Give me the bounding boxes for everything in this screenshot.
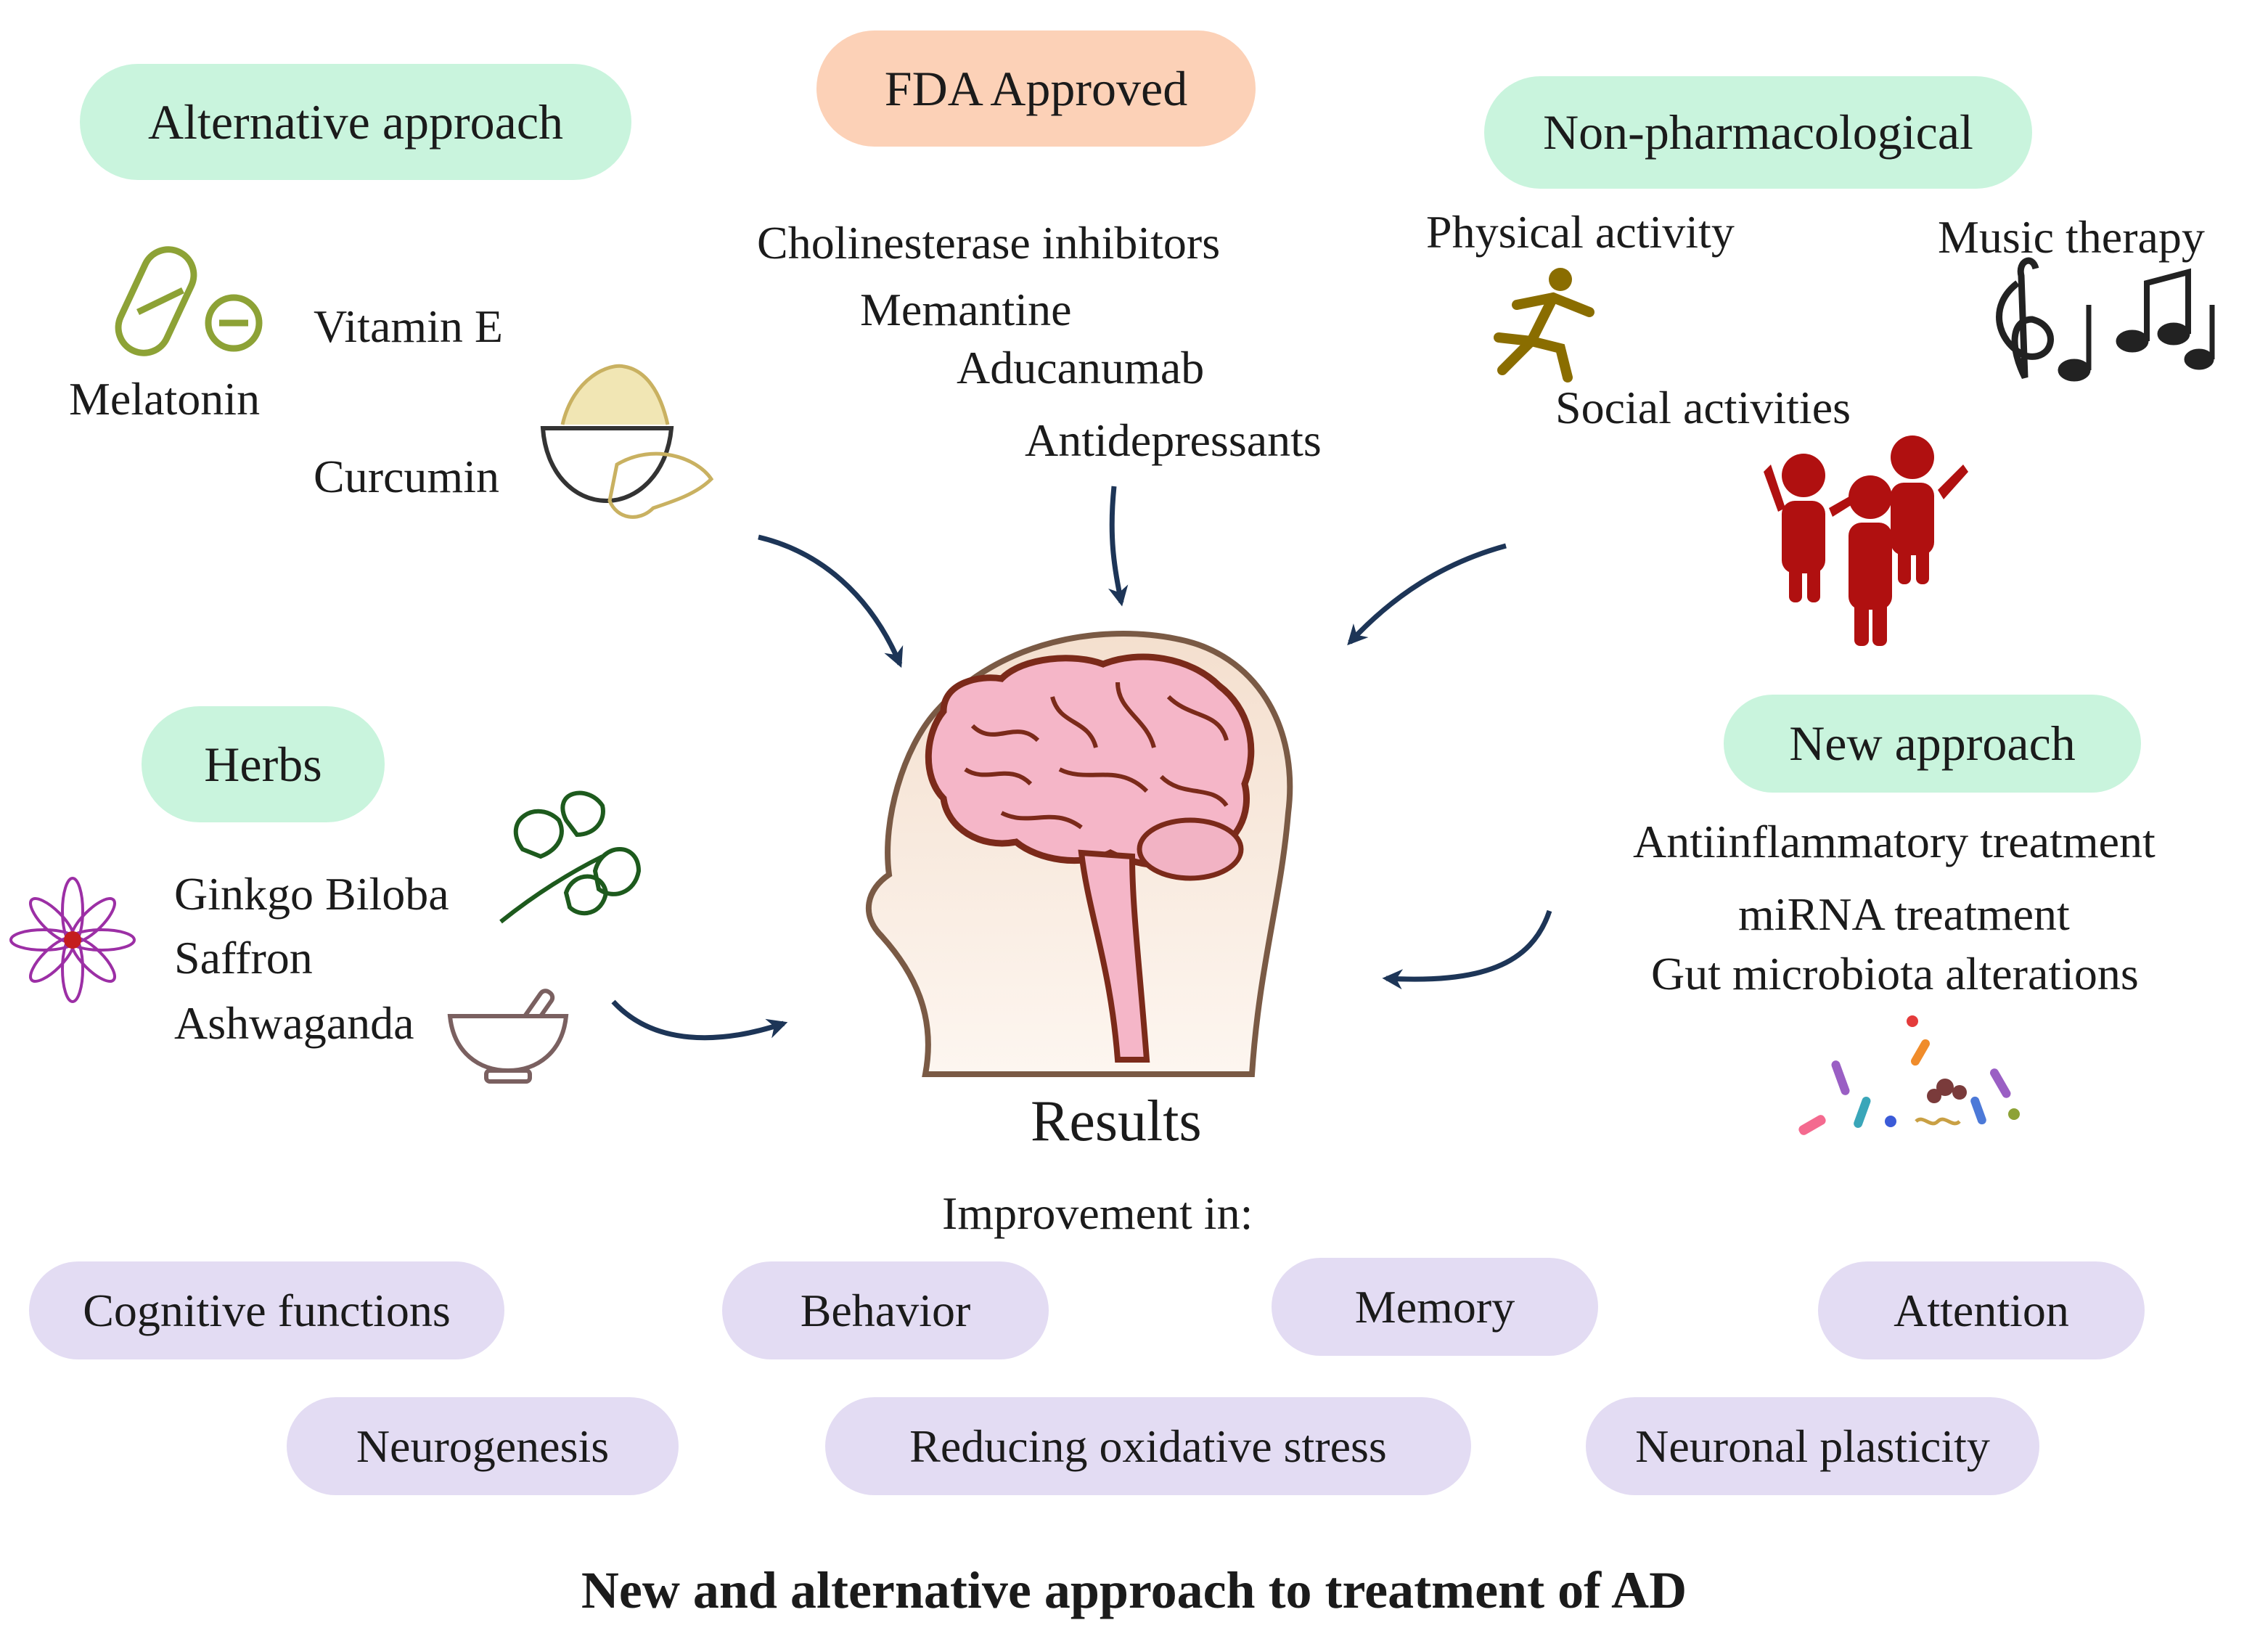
outcome-label: Attention — [1894, 1284, 2069, 1336]
category-alternative: Alternative approach — [80, 64, 631, 180]
diagram-caption: New and alternative approach to treatmen… — [581, 1561, 1687, 1619]
curcumin-bowl-icon — [540, 364, 714, 519]
outcome-pill: Attention — [1818, 1261, 2145, 1359]
outcome-pill: Reducing oxidative stress — [825, 1397, 1471, 1495]
arrow-fda — [1108, 486, 1129, 607]
category-herbs: Herbs — [142, 706, 385, 822]
pill-capsule-icon — [115, 246, 197, 356]
social-activities-label: Social activities — [1555, 382, 1851, 433]
outcome-label: Behavior — [800, 1284, 971, 1336]
category-nonpharm-label: Non-pharmacological — [1543, 105, 1973, 160]
microbiota-icon — [1798, 1015, 2020, 1135]
category-alternative-label: Alternative approach — [147, 94, 564, 150]
herb-item: Saffron — [174, 932, 313, 983]
outcome-pill: Neuronal plasticity — [1586, 1397, 2039, 1495]
new-approach-item: Antiinflammatory treatment — [1633, 816, 2156, 867]
outcome-pill: Neurogenesis — [287, 1397, 679, 1495]
improvement-label: Improvement in: — [942, 1187, 1253, 1239]
outcome-pill: Cognitive functions — [29, 1261, 504, 1359]
curcumin-label: Curcumin — [314, 451, 499, 502]
ginkgo-leaf-icon — [499, 790, 642, 924]
physical-activity-label: Physical activity — [1426, 206, 1735, 258]
melatonin-label: Melatonin — [69, 373, 261, 425]
arrow-nonpharm — [1347, 543, 1507, 646]
outcome-pill: Behavior — [722, 1261, 1049, 1359]
fda-item: Memantine — [860, 284, 1072, 335]
category-nonpharm: Non-pharmacological — [1484, 76, 2032, 189]
category-new-label: New approach — [1789, 716, 2076, 771]
category-fda: FDA Approved — [816, 30, 1256, 147]
fda-item: Cholinesterase inhibitors — [757, 217, 1221, 269]
fda-item: Aducanumab — [957, 342, 1205, 393]
new-approach-item: miRNA treatment — [1738, 888, 2070, 940]
herb-item: Ashwaganda — [174, 997, 414, 1049]
people-group-icon — [1764, 435, 1968, 646]
category-fda-label: FDA Approved — [884, 60, 1188, 116]
minus-circle-icon — [205, 294, 263, 352]
saffron-flower-icon — [9, 877, 136, 1003]
category-herbs-label: Herbs — [204, 736, 322, 792]
runner-icon — [1494, 268, 1594, 383]
herb-item: Ginkgo Biloba — [174, 868, 449, 920]
head-brain-icon — [866, 631, 1293, 1077]
arrow-herbs — [611, 999, 788, 1041]
music-therapy-label: Music therapy — [1938, 211, 2205, 263]
outcome-label: Neurogenesis — [356, 1420, 610, 1472]
results-label: Results — [1031, 1089, 1202, 1153]
outcome-label: Cognitive functions — [83, 1284, 451, 1336]
category-new: New approach — [1724, 695, 2141, 793]
mortar-pestle-icon — [447, 989, 569, 1084]
outcome-pill: Memory — [1272, 1258, 1598, 1356]
music-notes-icon — [1996, 257, 2215, 382]
arrow-new — [1382, 909, 1552, 990]
fda-item: Antidepressants — [1025, 414, 1322, 466]
arrow-alternative — [758, 534, 904, 668]
new-approach-item: Gut microbiota alterations — [1651, 948, 2139, 999]
outcome-label: Reducing oxidative stress — [909, 1420, 1387, 1472]
outcome-label: Memory — [1354, 1280, 1515, 1333]
outcome-label: Neuronal plasticity — [1635, 1420, 1990, 1472]
vitamin-e-label: Vitamin E — [314, 300, 503, 352]
